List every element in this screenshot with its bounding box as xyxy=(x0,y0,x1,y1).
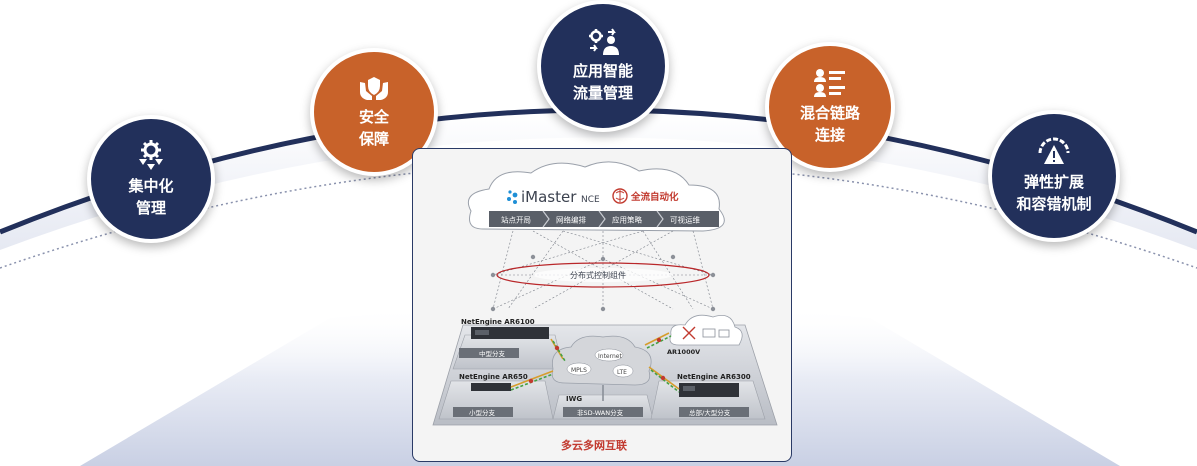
feature-label-line1: 安全 xyxy=(358,108,389,126)
site-label: 总部/大型分支 xyxy=(689,408,731,417)
feature-label-line1: 混合链路 xyxy=(799,104,860,122)
device-label: NetEngine AR650 xyxy=(459,373,528,381)
stage-item: 可视运维 xyxy=(670,215,700,225)
network-label: Internet xyxy=(598,353,622,360)
arc-band xyxy=(0,112,1197,250)
feature-label-line1: 集中化 xyxy=(128,177,174,195)
device-label: NetEngine AR6300 xyxy=(677,373,751,381)
site-label: 中型分支 xyxy=(479,349,506,358)
brand-suffix: NCE xyxy=(581,195,600,205)
stage-item: 网络编排 xyxy=(556,215,586,225)
wan-cloud: Internet MPLS LTE xyxy=(551,335,652,386)
feature-elastic-fault-tolerance: 弹性扩展 和容错机制 xyxy=(988,110,1120,242)
brand-prefix: i xyxy=(521,188,525,206)
network-label: MPLS xyxy=(571,367,587,374)
feature-label-line1: 应用智能 xyxy=(572,62,633,80)
brain-icon xyxy=(612,188,628,204)
brand-main: Master xyxy=(525,188,577,206)
feature-label-line2: 连接 xyxy=(814,126,845,144)
stage-item: 站点开局 xyxy=(501,215,531,225)
user-gear-icon xyxy=(589,28,619,55)
hands-shield-icon xyxy=(360,77,388,100)
sdwan-architecture-diagram: iMaster NCE 全流自动化 站点开局 网络编排 应用策略 可视运维 xyxy=(412,148,792,462)
device-label: NetEngine AR6100 xyxy=(461,318,535,326)
feature-label-line2: 和容错机制 xyxy=(1016,195,1092,213)
stage-item: 应用策略 xyxy=(612,215,642,225)
control-label: 分布式控制组件 xyxy=(570,270,626,280)
site-label: 非SD-WAN分支 xyxy=(577,408,624,417)
imaster-logo: iMaster NCE xyxy=(507,188,600,206)
stage-bar: 站点开局 网络编排 应用策略 可视运维 xyxy=(489,210,719,228)
link-lines xyxy=(510,332,680,401)
automation-label: 全流自动化 xyxy=(630,191,679,203)
feature-app-traffic-management: 应用智能 流量管理 xyxy=(537,0,669,132)
feature-label-line2: 管理 xyxy=(135,199,166,217)
small-branch-site: NetEngine AR650 小型分支 xyxy=(438,373,554,420)
control-nodes xyxy=(490,254,716,312)
feature-centralized-management: 集中化 管理 xyxy=(87,115,215,243)
medium-branch-site: NetEngine AR6100 中型分支 xyxy=(452,318,564,370)
warning-gauge-icon xyxy=(1038,137,1070,164)
feature-label-line2: 流量管理 xyxy=(572,84,633,102)
network-label: LTE xyxy=(617,369,627,376)
hq-site: NetEngine AR6300 总部/大型分支 xyxy=(650,373,766,420)
gear-arrows-icon xyxy=(139,140,163,170)
device-label: AR1000V xyxy=(667,348,700,356)
feature-label-line2: 保障 xyxy=(358,130,389,148)
device-label: IWG xyxy=(566,395,582,403)
feature-label-line1: 弹性扩展 xyxy=(1023,173,1084,191)
svg-text:iMaster: iMaster xyxy=(521,188,577,206)
control-ring xyxy=(496,262,710,288)
link-markers xyxy=(528,337,666,384)
footer-label: 多云多网互联 xyxy=(561,438,627,452)
user-list-icon xyxy=(814,69,845,97)
site-label: 小型分支 xyxy=(469,408,496,417)
non-sdwan-branch-site: IWG 非SD-WAN分支 xyxy=(552,394,654,420)
